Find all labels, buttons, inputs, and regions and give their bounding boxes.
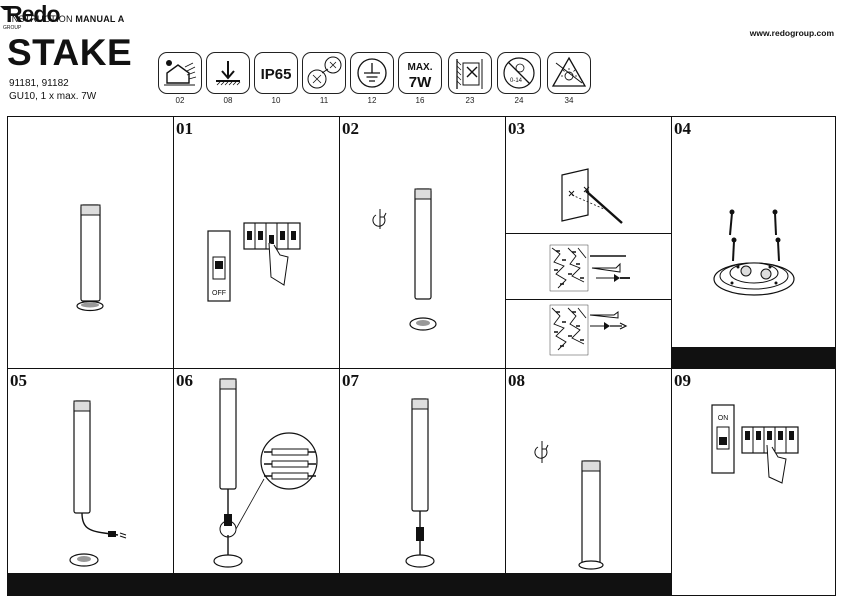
step-number: 09 — [674, 371, 691, 390]
base-plate-illustration — [713, 262, 795, 296]
icon-code: 11 — [319, 96, 329, 105]
earth-ground-icon — [350, 52, 394, 94]
wattage-label: 7W — [409, 74, 432, 91]
step-number: 05 — [10, 371, 27, 390]
brand-sub: GROUP — [3, 25, 22, 31]
step-number: 01 — [176, 119, 193, 138]
brand-name: Redo — [6, 1, 60, 27]
step-number: 07 — [342, 371, 359, 390]
step-02: 02 — [340, 117, 506, 369]
stake-lamp-illustration — [409, 188, 437, 331]
ip-rating-text: IP65 — [261, 66, 292, 83]
website-link[interactable]: www.redogroup.com — [749, 28, 834, 38]
fuse-box-illustration — [741, 426, 799, 484]
step-number: 04 — [674, 119, 691, 138]
ground-band — [8, 574, 672, 596]
step-03-anchor — [506, 234, 672, 300]
distance-icon — [302, 52, 346, 94]
switch-on-label: ON — [718, 415, 729, 422]
step-08: 08 — [506, 369, 672, 574]
instruction-grid: 01 OFF 02 — [7, 116, 836, 596]
icon-code: 02 — [175, 96, 185, 105]
icon-code: 12 — [367, 96, 377, 105]
fuse-box-illustration — [243, 222, 301, 286]
product-codes: 91181, 91182 — [9, 78, 69, 89]
switch-off-label: OFF — [212, 290, 226, 297]
wiring-detail-illustration — [235, 432, 318, 530]
icon-code: 24 — [514, 96, 524, 105]
step-number: 02 — [342, 119, 359, 138]
rotate-icon — [372, 209, 387, 229]
step-number: 06 — [176, 371, 193, 390]
no-child-icon: 0-14 — [497, 52, 541, 94]
icon-code: 16 — [415, 96, 425, 105]
stake-lamp-illustration — [578, 460, 604, 570]
no-wall-install-icon — [448, 52, 492, 94]
step-04-ground-band — [672, 347, 835, 369]
icon-code: 34 — [564, 96, 574, 105]
stake-lamp-illustration — [213, 378, 243, 568]
step-number: 08 — [508, 371, 525, 390]
concrete-pattern — [549, 244, 589, 292]
max-wattage-icon: MAX. 7W — [398, 52, 442, 94]
rotate-icon — [534, 441, 549, 463]
step-number: 03 — [508, 119, 525, 138]
wall-drilling-illustration — [561, 168, 623, 224]
step-04: 04 — [672, 117, 835, 369]
icon-code: 08 — [223, 96, 233, 105]
step-01: 01 OFF — [174, 117, 340, 369]
step-06: 06 — [174, 369, 340, 574]
age-label: 0-14 — [510, 78, 523, 84]
switch-on-illustration: ON — [711, 404, 735, 474]
step-03-screw — [506, 300, 672, 369]
stake-lamp-illustration — [76, 204, 104, 312]
brand-logo: Redo GROUP — [0, 0, 842, 35]
product-title: STAKE — [7, 32, 133, 73]
outdoor-use-icon — [158, 52, 202, 94]
ip-rating-icon: IP65 — [254, 52, 298, 94]
manual-label: INSTRUCTION MANUAL A — [9, 14, 125, 24]
screws-illustration — [729, 209, 781, 262]
step-03: 03 — [506, 117, 672, 234]
icon-code: 10 — [271, 96, 281, 105]
max-label: MAX. — [408, 62, 433, 73]
stake-lamp-illustration — [405, 398, 435, 568]
product-spec: GU10, 1 x max. 7W — [9, 91, 97, 102]
concrete-pattern — [549, 304, 589, 356]
icon-code: 23 — [465, 96, 475, 105]
surface-mount-icon — [206, 52, 250, 94]
step-05: 05 — [8, 369, 174, 574]
step-07: 07 — [340, 369, 506, 574]
step-overview — [8, 117, 174, 369]
warning-hot-surface-icon — [547, 52, 591, 94]
step-09: 09 ON — [672, 369, 835, 595]
switch-off-illustration: OFF — [207, 230, 231, 302]
stake-lamp-illustration — [69, 400, 127, 567]
